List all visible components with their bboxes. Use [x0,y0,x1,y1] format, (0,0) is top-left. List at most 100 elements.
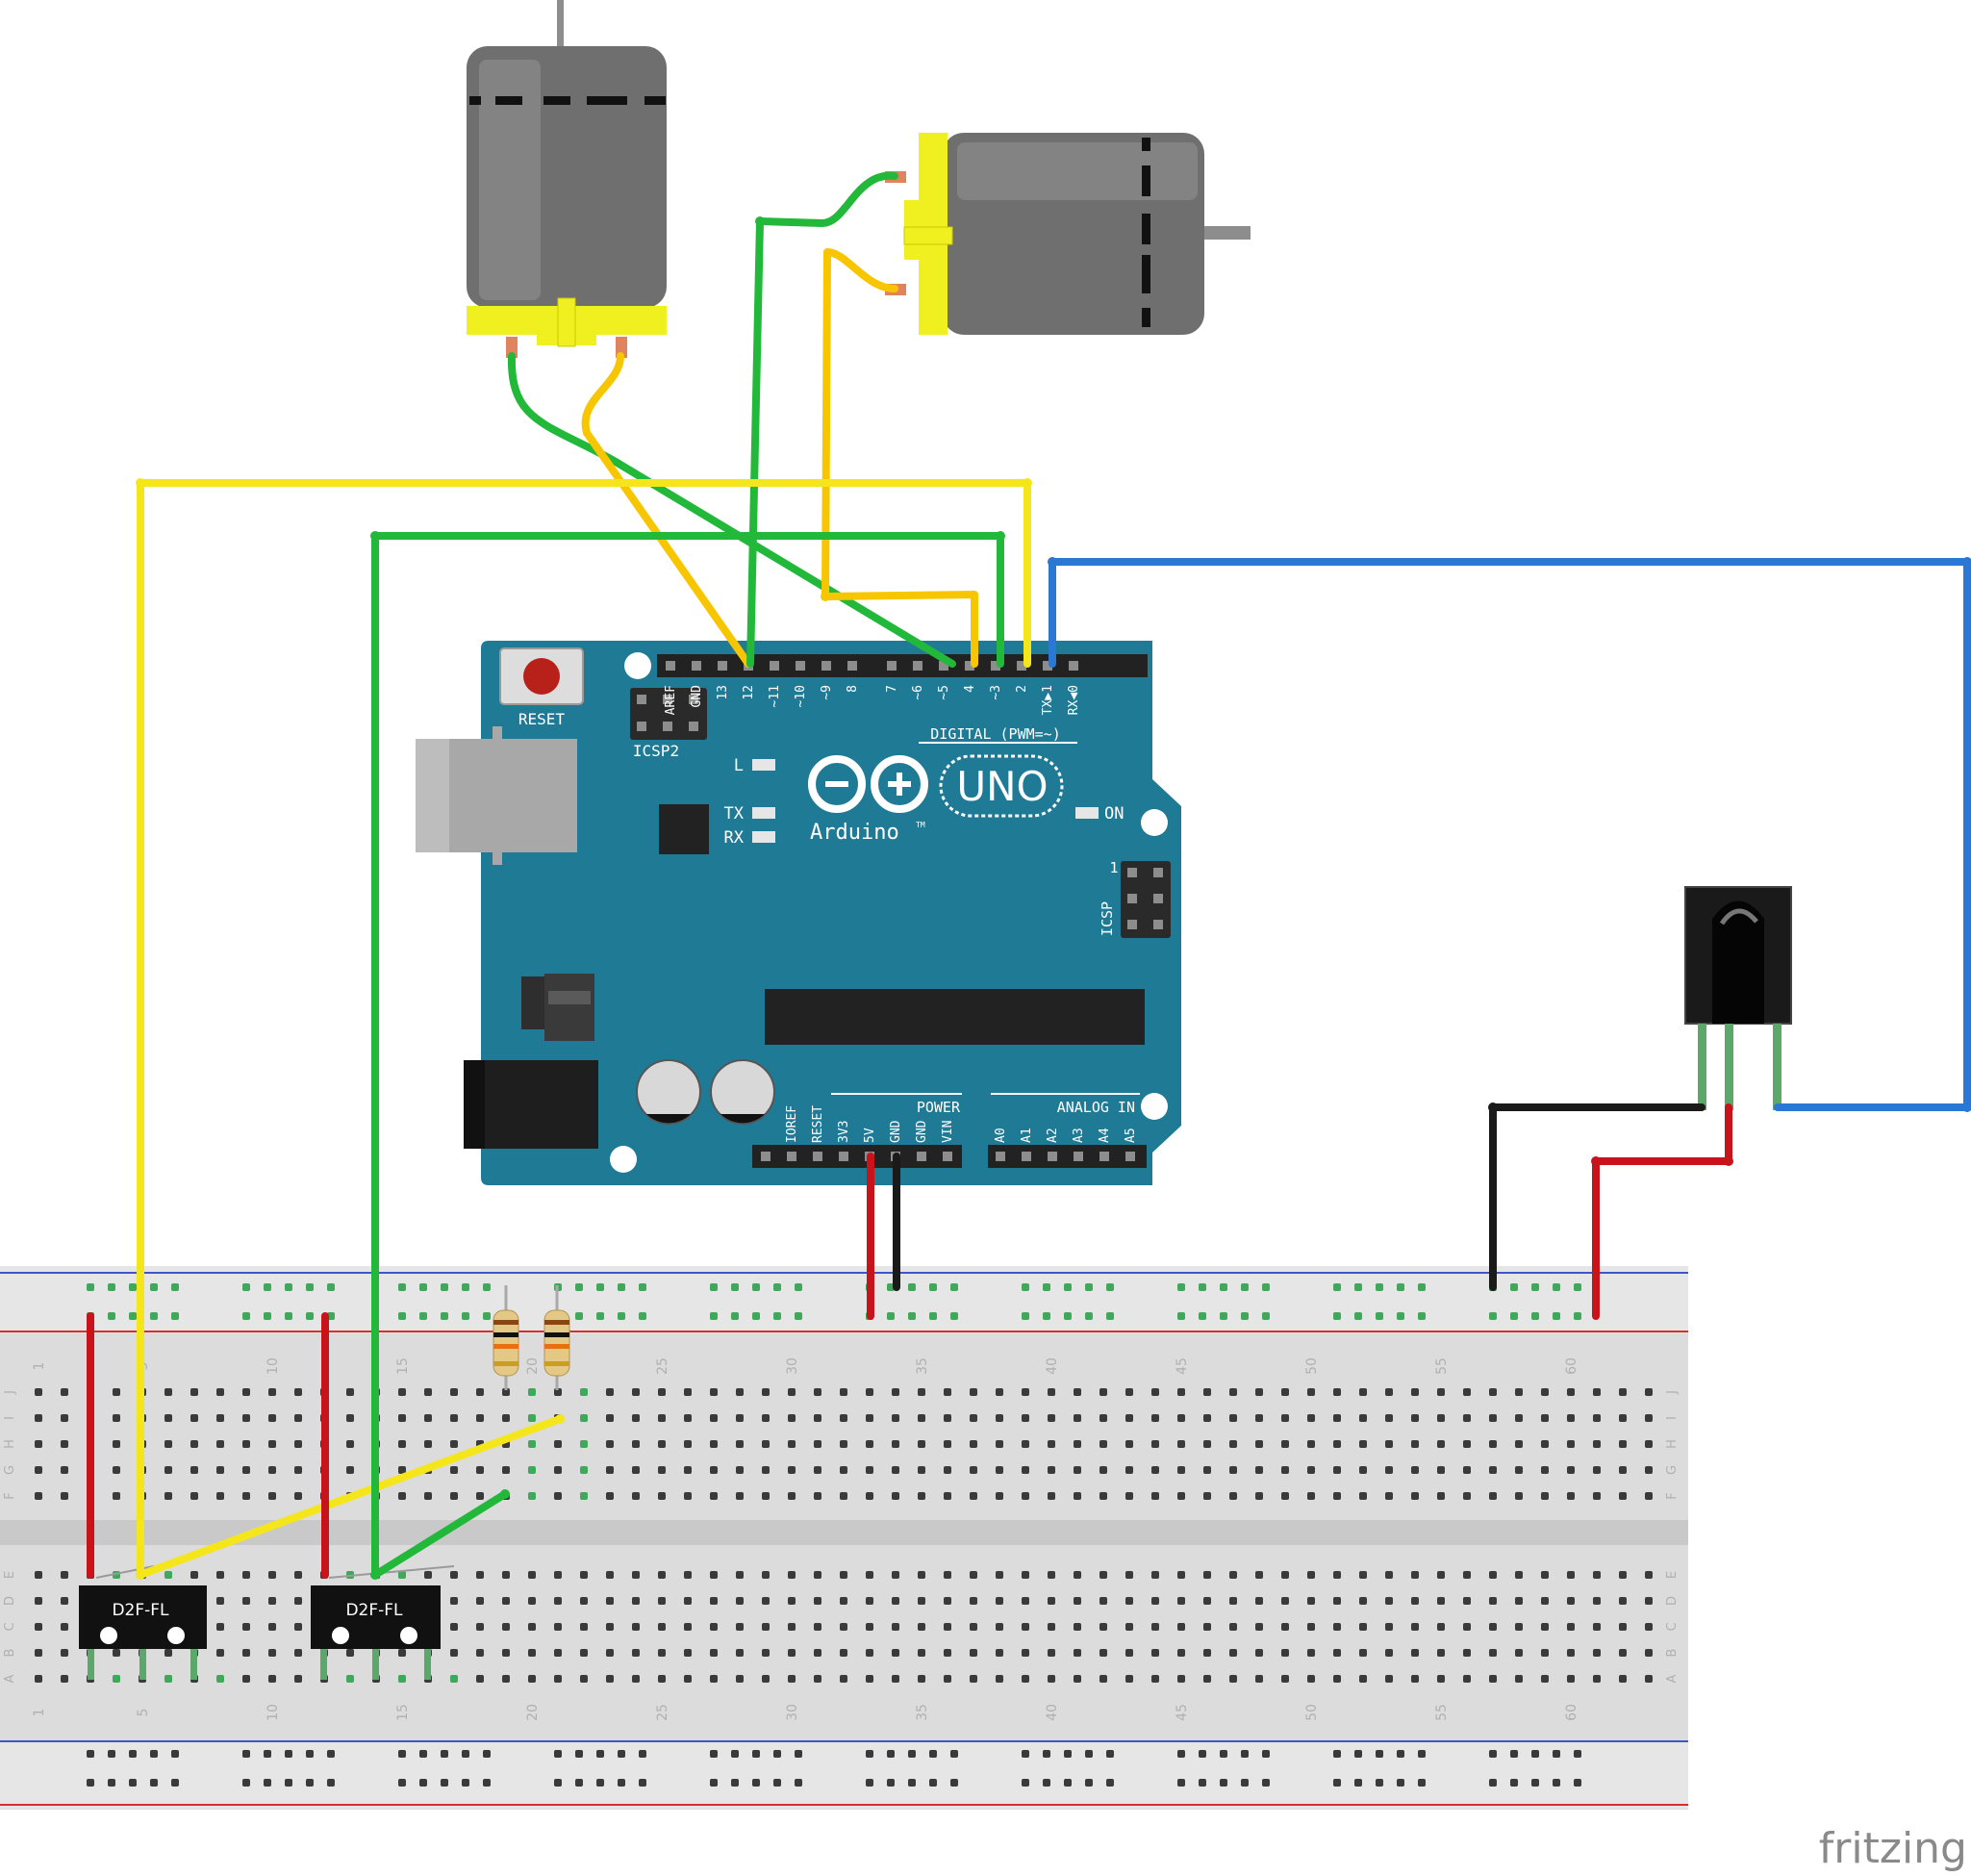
pin-label: A1 [1020,1128,1034,1143]
rail-hole [1043,1283,1050,1291]
rail-hole [908,1283,916,1291]
breadboard-hole [268,1675,276,1683]
breadboard-hole [814,1388,821,1396]
arduino-infinity-logo [808,755,928,813]
rail-hole [129,1750,137,1758]
breadboard-hole [580,1571,588,1579]
breadboard-hole [788,1440,796,1448]
pin-label: ~10 [794,685,808,707]
breadboard-hole [268,1440,276,1448]
breadboard-hole [606,1388,614,1396]
rail-hole [773,1750,781,1758]
header-pin [813,1152,822,1161]
row-letter: H [3,1439,17,1449]
breadboard-hole [1333,1675,1341,1683]
breadboard-hole [1307,1492,1315,1500]
pin-label: A4 [1098,1128,1112,1143]
breadboard-hole [1151,1675,1159,1683]
breadboard-hole [1307,1675,1315,1683]
top-power-rail [0,1266,1688,1333]
breadboard-hole [762,1571,770,1579]
row-letter: G [1665,1465,1680,1475]
breadboard-hole [294,1492,302,1500]
breadboard-hole [1281,1414,1289,1422]
breadboard-hole [476,1388,484,1396]
breadboard-hole [632,1388,640,1396]
breadboard-hole [1385,1649,1393,1657]
breadboard-hole [35,1414,42,1422]
breadboard-hole [814,1466,821,1474]
rail-hole [950,1779,958,1787]
rail-hole [483,1312,491,1320]
breadboard-hole [1099,1571,1107,1579]
breadboard-hole [1463,1440,1471,1448]
breadboard-hole [294,1388,302,1396]
rail-hole [87,1750,94,1758]
breadboard-hole [658,1623,666,1631]
breadboard-hole [1177,1597,1185,1605]
rail-hole [1022,1779,1029,1787]
rail-hole [752,1750,760,1758]
rail-hole [866,1750,873,1758]
rail-hole [462,1750,469,1758]
breadboard-hole [216,1466,224,1474]
rail-hole [1106,1312,1114,1320]
breadboard-hole [918,1440,925,1448]
breadboard-hole [554,1466,562,1474]
rail-hole [1177,1779,1185,1787]
motor-end-nub [557,297,576,347]
breadboard-hole [294,1466,302,1474]
rail-hole [87,1283,94,1291]
breadboard-hole [1463,1649,1471,1657]
row-letter: D [1665,1596,1680,1606]
breadboard-hole [528,1571,536,1579]
breadboard-hole [1541,1571,1549,1579]
breadboard-hole [944,1675,951,1683]
breadboard-hole [606,1466,614,1474]
ir-pin-signal [1773,1024,1781,1110]
arduino-uno: RESET ICSP2 L TX RX [416,641,1181,1185]
breadboard-hole [554,1649,562,1657]
breadboard-hole [1099,1414,1107,1422]
breadboard-hole [1229,1388,1237,1396]
breadboard-hole [684,1466,692,1474]
reset-button-cap[interactable] [523,658,560,695]
breadboard-hole [866,1675,873,1683]
breadboard-hole [1048,1571,1055,1579]
breadboard-hole [840,1571,847,1579]
rail-hole [1354,1779,1362,1787]
breadboard-hole [1255,1571,1263,1579]
pin-label: ~5 [937,685,951,700]
breadboard-hole [658,1414,666,1422]
rail-hole [441,1312,448,1320]
breadboard-hole [398,1388,406,1396]
breadboard-hole [1203,1440,1211,1448]
breadboard-hole [918,1623,925,1631]
rail-hole [596,1750,604,1758]
column-number-bottom: 20 [525,1704,541,1721]
breadboard-hole [1385,1388,1393,1396]
breadboard-hole [944,1623,951,1631]
rail-hole [1220,1750,1227,1758]
switch-pin [190,1649,197,1680]
rail-hole [419,1779,427,1787]
breadboard-hole [1437,1649,1445,1657]
breadboard-hole [1333,1388,1341,1396]
rail-hole [242,1750,250,1758]
rail-hole [1489,1779,1497,1787]
power-header [752,1145,962,1168]
header-pin [821,661,831,671]
rail-hole [887,1779,895,1787]
breadboard-hole [944,1492,951,1500]
breadboard-hole [113,1414,120,1422]
rail-hole [327,1283,335,1291]
column-number-bottom: 5 [136,1709,151,1717]
breadboard-hole [242,1414,250,1422]
breadboard-hole [1074,1675,1081,1683]
rail-hole [1177,1283,1185,1291]
rail-hole [1553,1750,1560,1758]
breadboard-hole [1203,1388,1211,1396]
rail-hole [398,1750,406,1758]
breadboard-hole [762,1414,770,1422]
rail-hole [950,1750,958,1758]
